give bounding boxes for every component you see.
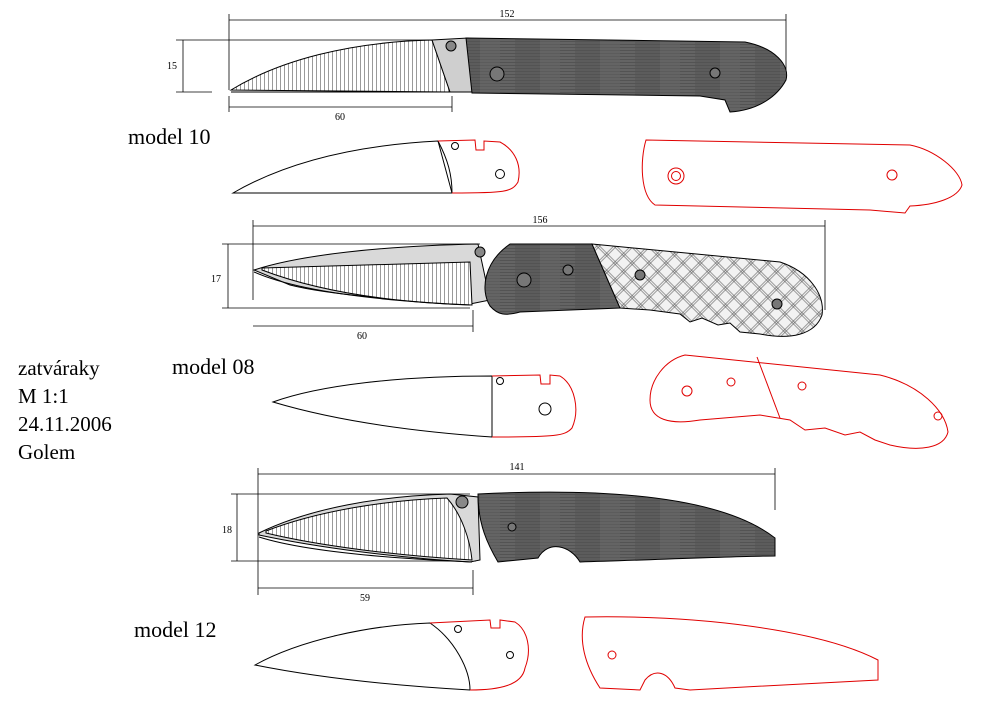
model-10-blade-height: 15 (167, 61, 177, 72)
model-12-assembled: 141 18 59 (222, 462, 776, 604)
model-12-overall-length: 141 (510, 462, 525, 473)
model-12-blade-template (253, 619, 529, 691)
model-08-pivot (474, 246, 486, 258)
model-08-assembled: 156 17 60 (211, 215, 826, 342)
model-12-handle (477, 491, 776, 563)
model-08-handle-rear (591, 243, 823, 337)
model-08-overall-length: 156 (533, 215, 548, 226)
model-08-label: model 08 (172, 354, 255, 379)
model-08-blade-template (271, 374, 577, 438)
model-10-overall-length: 152 (500, 9, 515, 20)
model-10-label: model 10 (128, 124, 211, 149)
model-10-blade-length: 60 (335, 112, 345, 123)
info-scale: M 1:1 (18, 384, 69, 408)
model-10-blade (229, 39, 451, 93)
model-12-blade-height: 18 (222, 525, 232, 536)
model-12-blade-length: 59 (360, 593, 370, 604)
model-12-pivot (455, 495, 469, 509)
model-12-label: model 12 (134, 617, 217, 642)
model-08-handle-template (649, 354, 949, 449)
model-10-handle-template (641, 139, 963, 214)
model-12-handle-template (581, 616, 879, 691)
drawing-info-block: zatváraky M 1:1 24.11.2006 Golem (18, 354, 112, 466)
model-10-pivot (445, 40, 457, 52)
model-10-handle (465, 37, 788, 113)
model-08-blade-height: 17 (211, 274, 221, 285)
info-author: Golem (18, 440, 76, 464)
model-08-blade-length: 60 (357, 331, 367, 342)
model-10-assembled: 152 15 60 (167, 9, 788, 123)
info-date: 24.11.2006 (18, 412, 112, 436)
model-08-handle-front (484, 243, 621, 315)
info-title: zatváraky (18, 356, 100, 380)
model-10-blade-template (231, 139, 520, 194)
